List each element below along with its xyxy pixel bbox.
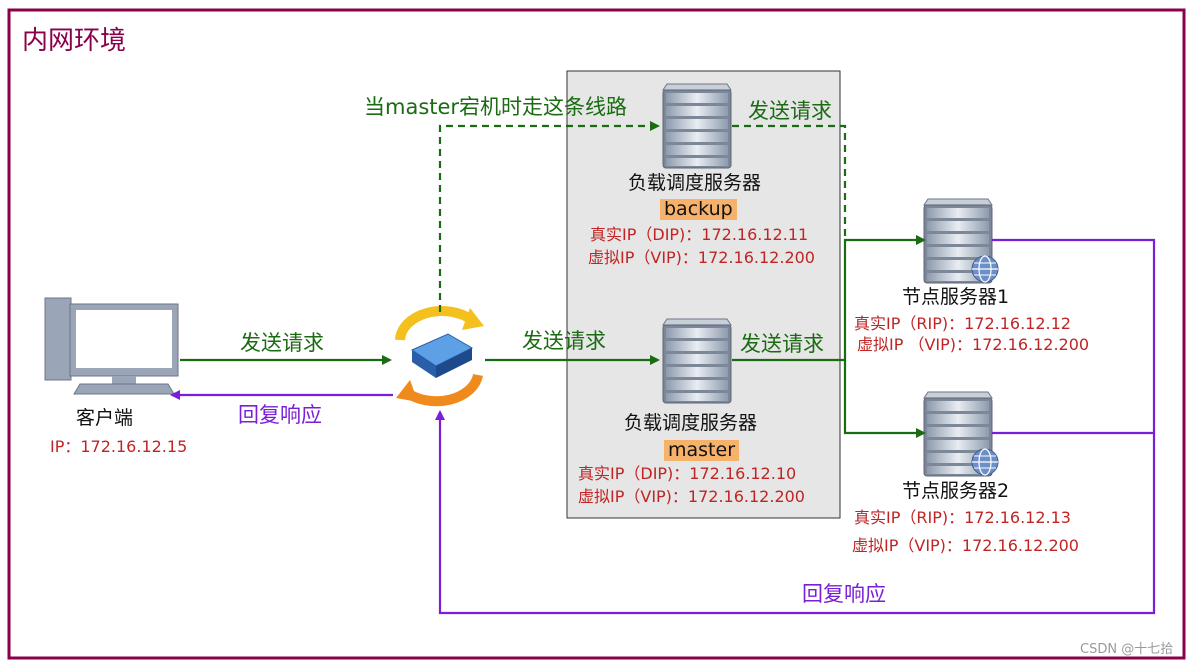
backup-scheduler-icon bbox=[662, 83, 732, 169]
edge-response-path bbox=[435, 238, 1156, 615]
master-send-label: 发送请求 bbox=[740, 332, 824, 356]
client-ip: IP：172.16.12.15 bbox=[50, 437, 188, 456]
node1-name: 节点服务器1 bbox=[902, 286, 1010, 308]
backup-dip: 真实IP（DIP)：172.16.12.11 bbox=[590, 225, 809, 244]
master-vip: 虚拟IP（VIP)：172.16.12.200 bbox=[578, 487, 805, 506]
backup-vip: 虚拟IP（VIP)：172.16.12.200 bbox=[588, 248, 815, 267]
edge-backup-route bbox=[438, 121, 660, 312]
master-role-tag: master bbox=[664, 440, 740, 461]
node1-rip: 真实IP（RIP)：172.16.12.12 bbox=[854, 314, 1071, 333]
client-label: 客户端 bbox=[76, 407, 134, 429]
network-frame bbox=[7, 8, 1186, 660]
edge-master-to-node1 bbox=[732, 235, 926, 362]
frame-title: 内网环境 bbox=[22, 26, 127, 56]
switch-send-label: 发送请求 bbox=[522, 329, 606, 353]
backup-route-label: 当master宕机时走这条线路 bbox=[364, 95, 628, 119]
node1-vip: 虚拟IP （VIP)：172.16.12.200 bbox=[857, 335, 1090, 354]
bottom-reply-label: 回复响应 bbox=[802, 582, 886, 606]
node2-name: 节点服务器2 bbox=[902, 480, 1010, 502]
edge-backup-to-nodes bbox=[732, 124, 847, 240]
master-dip: 真实IP（DIP)：172.16.12.10 bbox=[578, 464, 797, 483]
backup-name: 负载调度服务器 bbox=[628, 172, 762, 194]
client-reply-label: 回复响应 bbox=[238, 403, 322, 427]
master-name: 负载调度服务器 bbox=[624, 412, 758, 434]
node2-vip: 虚拟IP（VIP)：172.16.12.200 bbox=[852, 536, 1079, 555]
backup-send-label: 发送请求 bbox=[748, 99, 832, 123]
edge-master-to-node2 bbox=[843, 360, 926, 438]
watermark: CSDN @十七拾 bbox=[1080, 642, 1174, 657]
client-computer-icon bbox=[44, 297, 179, 395]
master-scheduler-icon bbox=[662, 318, 732, 404]
node2-globe-icon bbox=[971, 448, 999, 476]
node2-rip: 真实IP（RIP)：172.16.12.13 bbox=[854, 508, 1071, 527]
backup-role-tag: backup bbox=[660, 199, 737, 220]
node1-globe-icon bbox=[971, 255, 999, 283]
client-send-label: 发送请求 bbox=[240, 331, 324, 355]
switch-icon bbox=[395, 306, 484, 407]
